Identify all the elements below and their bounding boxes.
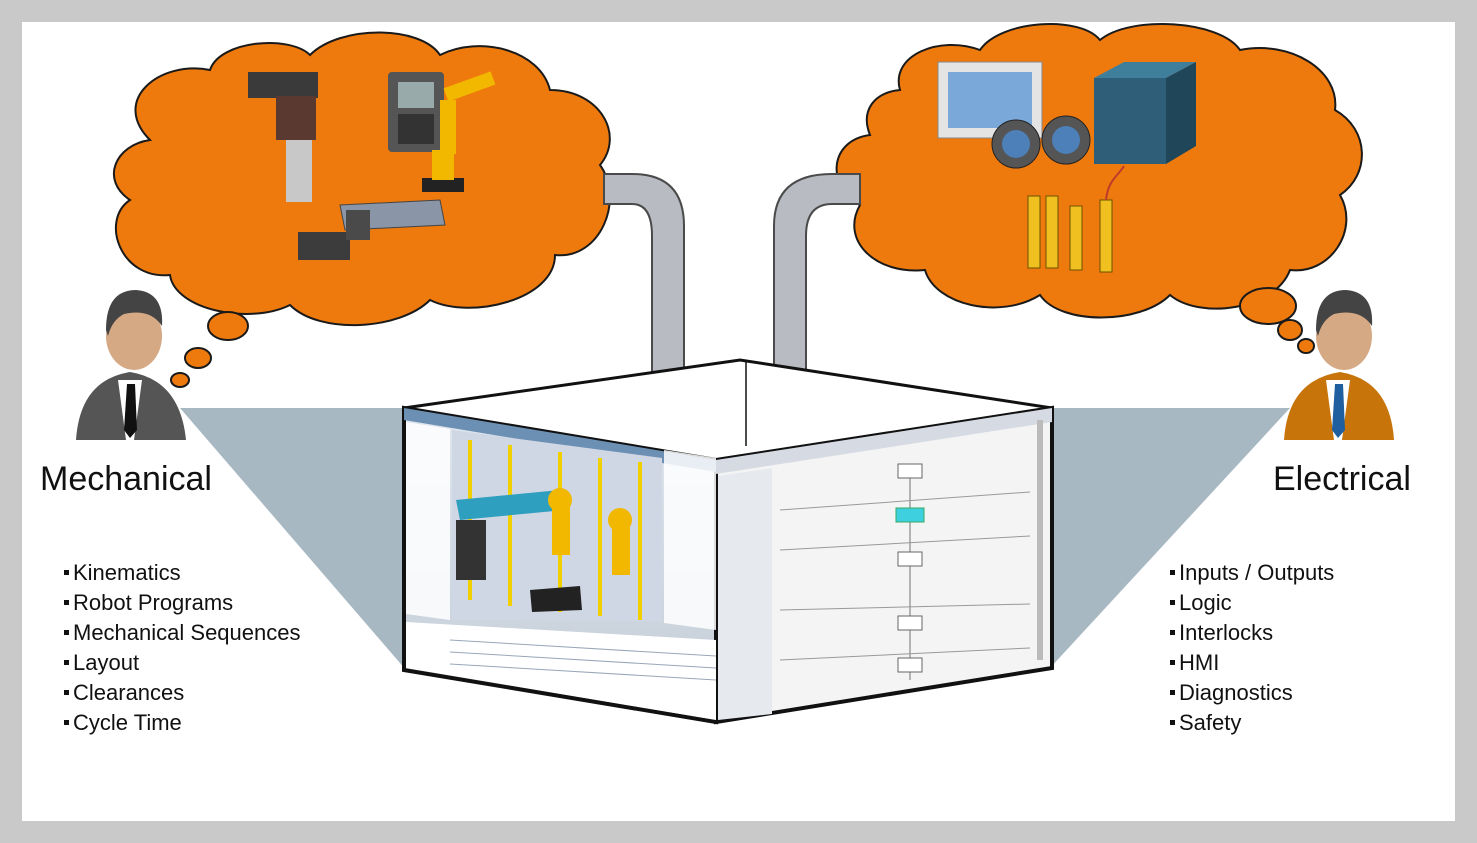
list-item: Diagnostics [1170, 678, 1334, 708]
list-item: Robot Programs [64, 588, 300, 618]
electrical-logic-screen [716, 408, 1052, 720]
mechanical-engineer-avatar [76, 290, 186, 440]
industrial-robot-icon [422, 71, 496, 192]
gripper-icon [248, 72, 318, 202]
virtual-commissioning-diagram [76, 23, 1394, 725]
list-item: Safety [1170, 708, 1334, 738]
electrical-title: Electrical [1273, 460, 1411, 498]
list-item: Cycle Time [64, 708, 300, 738]
electrical-engineer-avatar [1284, 290, 1394, 440]
list-item: Clearances [64, 678, 300, 708]
list-item: Mechanical Sequences [64, 618, 300, 648]
list-item: Kinematics [64, 558, 300, 588]
teach-pendant-icon [388, 72, 444, 152]
drive-display-icons [991, 115, 1091, 169]
plc-controller-icon [1094, 62, 1196, 164]
electrical-cloud [835, 23, 1363, 354]
linear-axis-icon [298, 199, 446, 260]
list-item: Logic [1170, 588, 1334, 618]
safety-light-curtain-icons [1027, 165, 1125, 273]
list-item: Interlocks [1170, 618, 1334, 648]
list-item: Inputs / Outputs [1170, 558, 1334, 588]
electrical-topics-list: Inputs / Outputs Logic Interlocks HMI Di… [1170, 558, 1334, 738]
list-item: HMI [1170, 648, 1334, 678]
mechanical-topics-list: Kinematics Robot Programs Mechanical Seq… [64, 558, 300, 738]
electrical-beam [1050, 408, 1290, 668]
mechanical-simulation-screen [404, 408, 717, 720]
mechanical-cloud [112, 31, 611, 388]
mechanical-title: Mechanical [40, 460, 212, 498]
list-item: Layout [64, 648, 300, 678]
diagram-frame: Mechanical Electrical Kinematics Robot P… [22, 22, 1455, 821]
mechanical-beam [180, 408, 406, 670]
